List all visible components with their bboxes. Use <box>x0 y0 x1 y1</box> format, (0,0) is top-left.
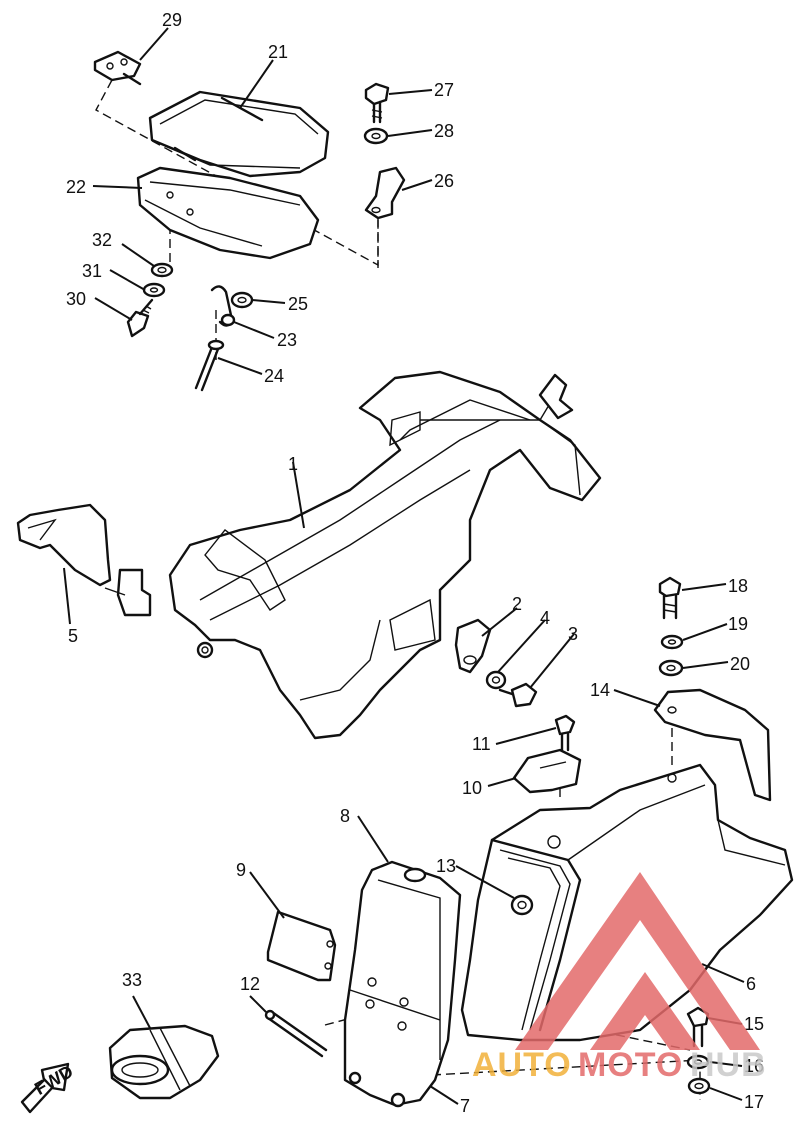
label-19: 19 <box>728 614 748 634</box>
label-32: 32 <box>92 230 112 250</box>
watermark-logo: AUTO MOTO HUB <box>472 872 767 1084</box>
part-28-washer <box>363 127 389 145</box>
label-6: 6 <box>746 974 756 994</box>
watermark-triangle-outer <box>515 872 760 1050</box>
part-2-clamp <box>454 618 492 674</box>
label-31: 31 <box>82 261 102 281</box>
part-21-cover <box>148 90 330 178</box>
watermark-text-hub: HUB <box>690 1046 767 1084</box>
label-14: 14 <box>590 680 610 700</box>
label-11: 11 <box>472 734 491 754</box>
leader-lines <box>63 27 745 1105</box>
part-15-bolt <box>686 1006 710 1048</box>
part-30-bolt <box>126 298 154 338</box>
label-20: 20 <box>730 654 750 674</box>
label-7: 7 <box>460 1096 470 1116</box>
part-24-stud <box>194 339 225 392</box>
part-18-bolt <box>658 576 682 620</box>
label-2: 2 <box>512 594 522 614</box>
part-8-cover <box>343 860 462 1108</box>
part-20-washer <box>658 659 684 677</box>
label-27: 27 <box>434 80 454 100</box>
part-3-bolt <box>498 682 538 708</box>
label-1: 1 <box>288 454 298 474</box>
part-25-nut <box>230 291 254 309</box>
fwd-arrow-marker: FWD <box>20 1061 77 1114</box>
label-22: 22 <box>66 177 86 197</box>
label-25: 25 <box>288 294 308 314</box>
part-23-clamp <box>210 285 236 327</box>
part-16-washer <box>686 1054 710 1070</box>
part-31-washer <box>142 282 166 298</box>
watermark-text-moto: MOTO <box>578 1046 683 1084</box>
part-5-bracket <box>16 503 152 617</box>
label-9: 9 <box>236 860 246 880</box>
watermark-text-auto: AUTO <box>472 1046 572 1084</box>
part-29-bracket <box>93 50 142 86</box>
part-9-plate <box>266 910 337 982</box>
label-24: 24 <box>264 366 284 386</box>
part-19-washer <box>660 634 684 650</box>
part-labels: 29 21 27 28 26 22 32 31 30 25 23 24 1 5 … <box>66 10 764 1116</box>
part-13-grommet <box>510 894 534 916</box>
label-29: 29 <box>162 10 182 30</box>
label-33: 33 <box>122 970 142 990</box>
part-4-nut <box>485 670 507 690</box>
label-16: 16 <box>744 1056 764 1076</box>
watermark-triangle-inner <box>590 972 700 1050</box>
part-22-case <box>136 166 320 260</box>
label-15: 15 <box>744 1014 764 1034</box>
part-17-nut <box>687 1077 711 1095</box>
part-26-bracket <box>364 166 406 220</box>
label-17: 17 <box>744 1092 764 1112</box>
label-4: 4 <box>540 608 550 628</box>
label-30: 30 <box>66 289 86 309</box>
label-10: 10 <box>462 778 482 798</box>
label-8: 8 <box>340 806 350 826</box>
part-12-rod <box>264 1009 328 1058</box>
part-32-grommet <box>150 262 174 278</box>
label-5: 5 <box>68 626 78 646</box>
label-12: 12 <box>240 974 260 994</box>
part-1-frame <box>168 370 602 740</box>
label-21: 21 <box>268 42 288 62</box>
part-10-bracket <box>512 748 582 794</box>
label-23: 23 <box>277 330 297 350</box>
part-27-bolt <box>364 82 390 124</box>
label-13: 13 <box>436 856 456 876</box>
label-26: 26 <box>434 171 454 191</box>
part-14-stay <box>653 688 772 802</box>
part-11-bolt <box>554 714 576 752</box>
part-33-band <box>108 1024 220 1100</box>
label-3: 3 <box>568 624 578 644</box>
label-18: 18 <box>728 576 748 596</box>
label-28: 28 <box>434 121 454 141</box>
